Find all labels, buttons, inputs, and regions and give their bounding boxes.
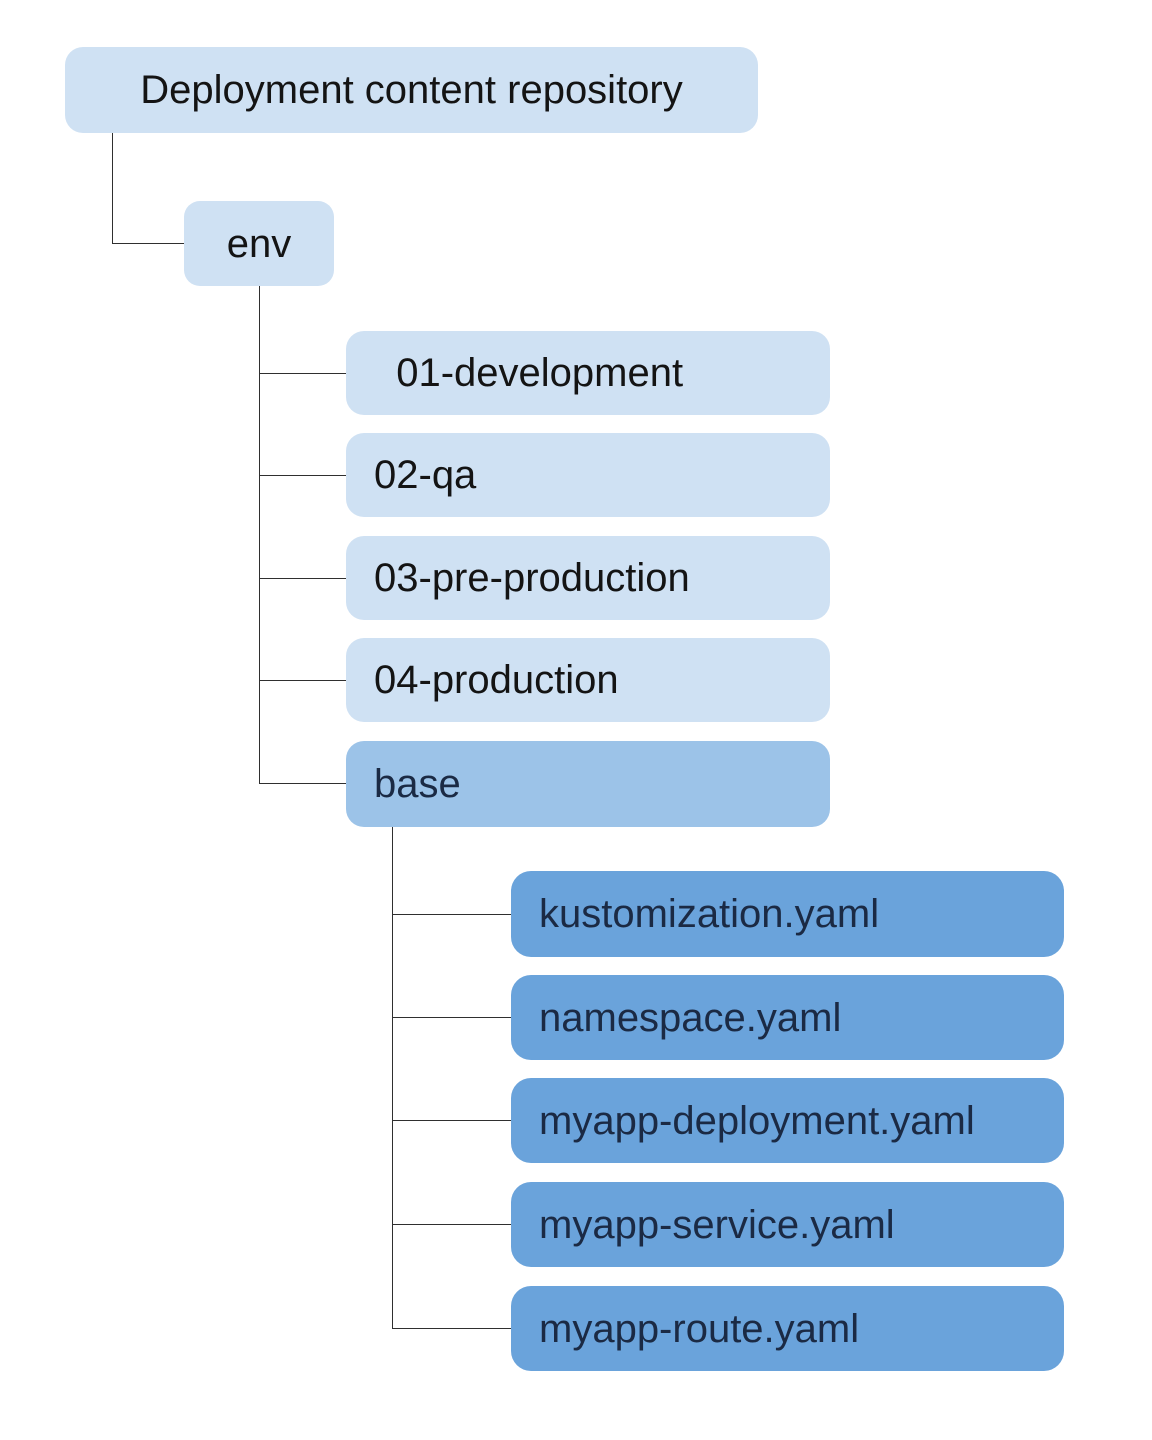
connector-base-route xyxy=(392,1328,511,1329)
node-myapp-service-yaml: myapp-service.yaml xyxy=(511,1182,1064,1267)
node-myapp-route-yaml: myapp-route.yaml xyxy=(511,1286,1064,1371)
node-04-production-label: 04-production xyxy=(374,658,619,702)
connector-base-trunk xyxy=(392,827,393,1328)
node-04-production: 04-production xyxy=(346,638,830,722)
connector-env-preprod xyxy=(259,578,346,579)
connector-env-base xyxy=(259,783,346,784)
node-base-label: base xyxy=(374,762,461,806)
connector-base-service xyxy=(392,1224,511,1225)
connector-repo-env-horizontal xyxy=(112,243,184,244)
node-myapp-service-yaml-label: myapp-service.yaml xyxy=(539,1202,895,1247)
node-myapp-deployment-yaml-label: myapp-deployment.yaml xyxy=(539,1098,975,1143)
node-01-development: 01-development xyxy=(346,331,830,415)
node-kustomization-yaml: kustomization.yaml xyxy=(511,871,1064,957)
node-02-qa-label: 02-qa xyxy=(374,453,477,497)
connector-env-prod xyxy=(259,680,346,681)
node-base: base xyxy=(346,741,830,827)
connector-env-qa xyxy=(259,475,346,476)
connector-env-trunk xyxy=(259,286,260,783)
node-deployment-content-repository-label: Deployment content repository xyxy=(140,68,683,112)
node-03-pre-production-label: 03-pre-production xyxy=(374,556,690,600)
node-01-development-label: 01-development xyxy=(374,351,684,395)
node-myapp-deployment-yaml: myapp-deployment.yaml xyxy=(511,1078,1064,1163)
node-03-pre-production: 03-pre-production xyxy=(346,536,830,620)
node-env: env xyxy=(184,201,334,286)
connector-base-kustomization xyxy=(392,914,511,915)
connector-base-deployment xyxy=(392,1120,511,1121)
connector-base-namespace xyxy=(392,1017,511,1018)
node-kustomization-yaml-label: kustomization.yaml xyxy=(539,892,880,936)
node-myapp-route-yaml-label: myapp-route.yaml xyxy=(539,1306,860,1351)
node-env-label: env xyxy=(226,221,292,266)
connector-repo-env-vertical xyxy=(112,133,113,243)
node-02-qa: 02-qa xyxy=(346,433,830,517)
connector-env-dev xyxy=(259,373,346,374)
node-deployment-content-repository: Deployment content repository xyxy=(65,47,758,133)
node-namespace-yaml-label: namespace.yaml xyxy=(539,995,842,1040)
node-namespace-yaml: namespace.yaml xyxy=(511,975,1064,1060)
